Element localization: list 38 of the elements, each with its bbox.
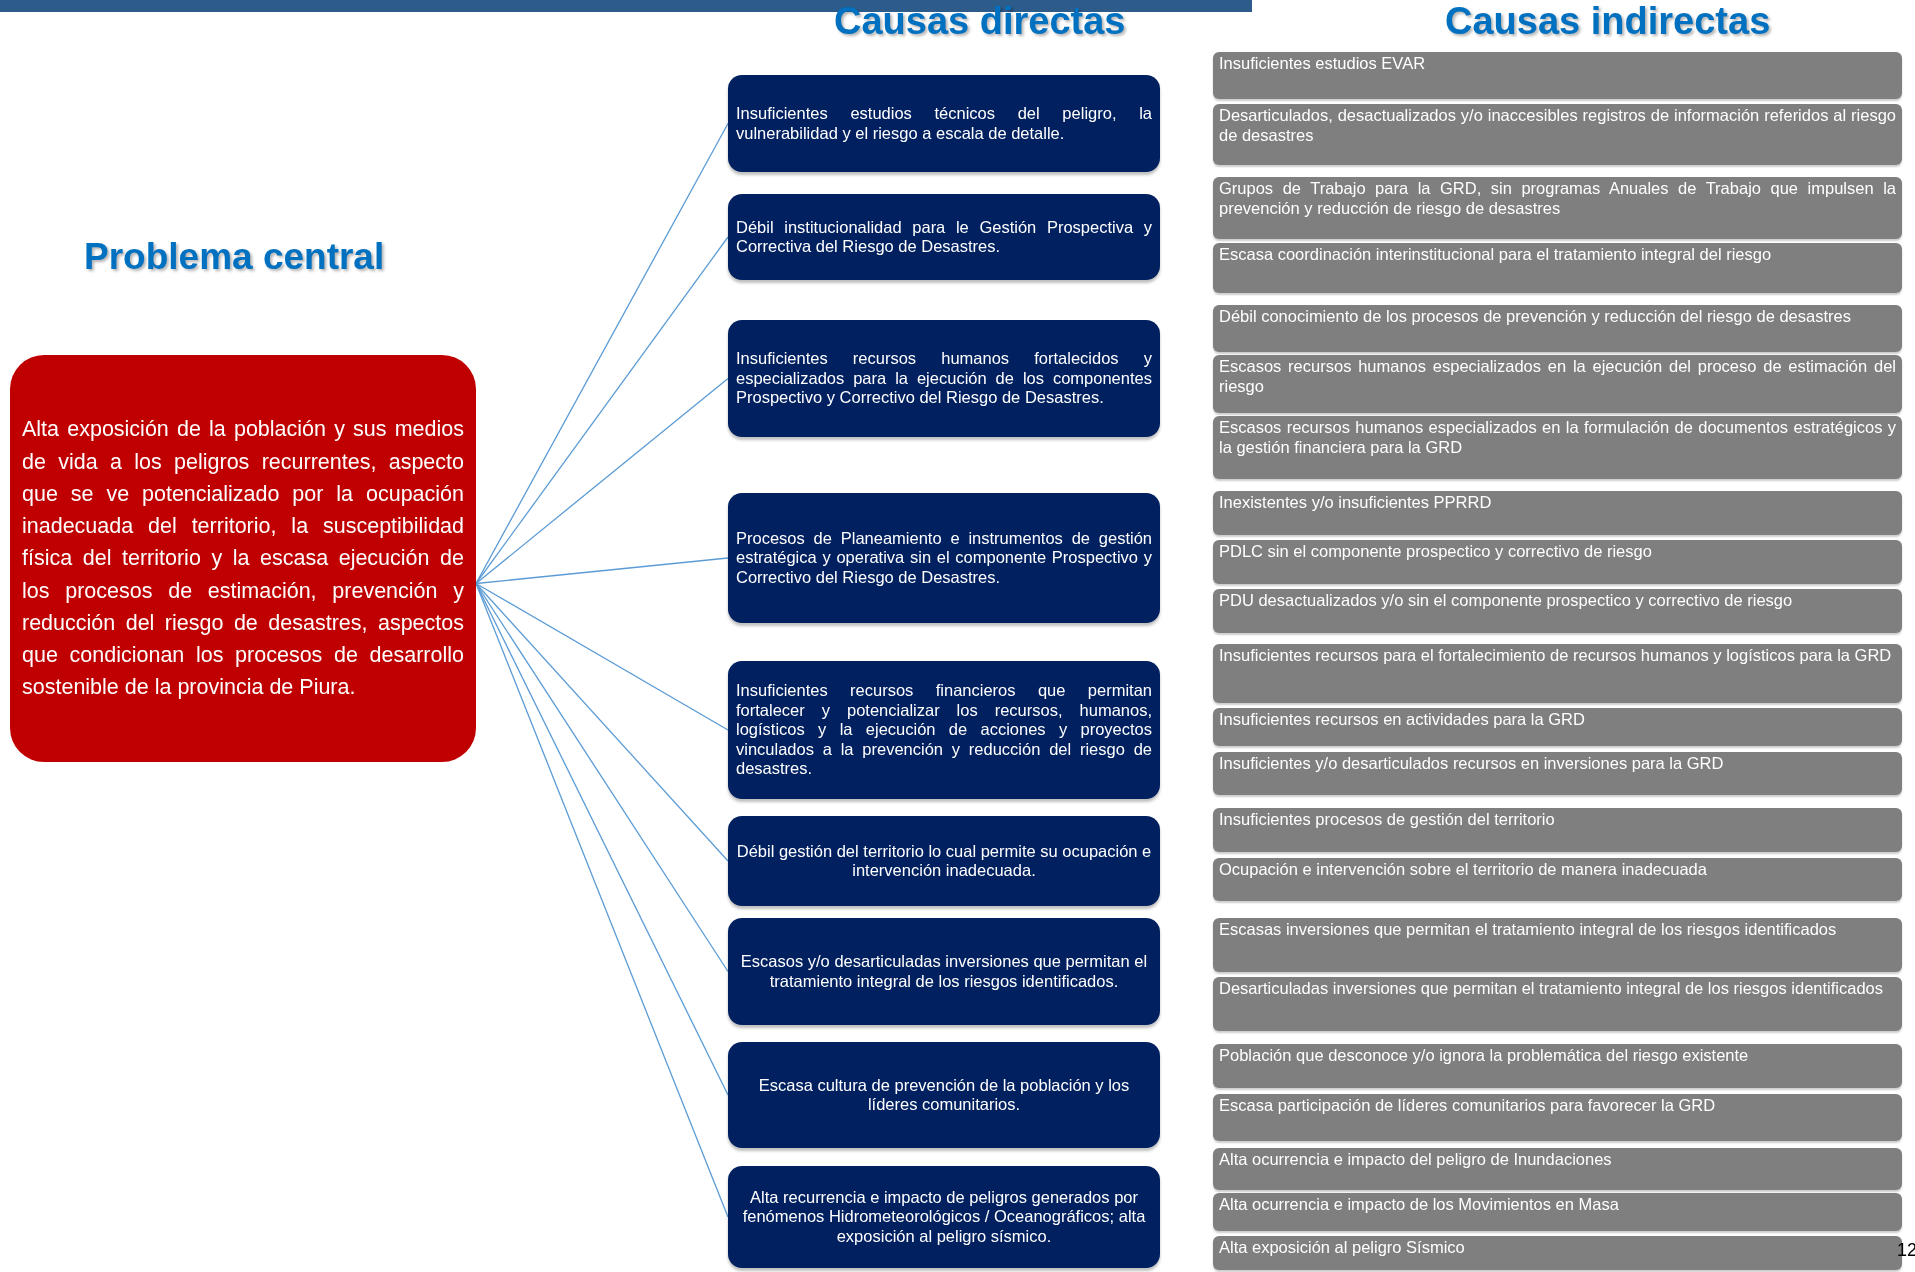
cause-box: Alta ocurrencia e impacto de los Movimientos en Masa (1213, 1193, 1902, 1231)
cause-box: Insuficientes recursos en actividades para la GRD (1213, 708, 1902, 746)
cause-box: Alta recurrencia e impacto de peligros generados por fenómenos Hidrometeorológicos / Oceanográficos; alta exposición al peligro sísmico. (728, 1166, 1160, 1268)
connector-line (475, 582, 729, 731)
cause-box: PDU desactualizados y/o sin el componente prospectico y correctivo de riesgo (1213, 589, 1902, 633)
cause-box: Insuficientes y/o desarticulados recursos en inversiones para la GRD (1213, 752, 1902, 795)
cause-box: Insuficientes estudios técnicos del peligro, la vulnerabilidad y el riesgo a escala de detalle. (728, 75, 1160, 172)
cause-box: Débil gestión del territorio lo cual permite su ocupación e intervención inadecuada. (728, 816, 1160, 906)
cause-box: Procesos de Planeamiento e instrumentos de gestión estratégica y operativa sin el componente Prospectivo y Correctivo del Riesgo de Desastres. (728, 493, 1160, 623)
column-heading: Causas indirectas (1445, 0, 1771, 43)
cause-box: Alta ocurrencia e impacto del peligro de Inundaciones (1213, 1148, 1902, 1190)
cause-box: Débil institucionalidad para le Gestión Prospectiva y Correctiva del Riesgo de Desastres. (728, 194, 1160, 280)
column-heading: Causas directas (834, 0, 1126, 43)
cause-box: Grupos de Trabajo para la GRD, sin programas Anuales de Trabajo que impulsen la prevención y reducción de riesgo de desastres (1213, 177, 1902, 239)
cause-box: Escasa participación de líderes comunitarios para favorecer la GRD (1213, 1094, 1902, 1141)
cause-box: PDLC sin el componente prospectico y correctivo de riesgo (1213, 540, 1902, 584)
problem-box: Alta exposición de la población y sus medios de vida a los peligros recurrentes, aspecto que se ve potencializado por la ocupación inadecuada del territorio, la susceptibilidad física del territorio y la escasa ejecución de los procesos de estimación, prevención y reducción del riesgo de desastres, aspectos que condicionan los procesos de desarrollo sostenible de la provincia de Piura. (10, 355, 476, 762)
cause-box: Desarticuladas inversiones que permitan el tratamiento integral de los riesgos identificados (1213, 977, 1902, 1031)
cause-box: Ocupación e intervención sobre el territorio de manera inadecuada (1213, 858, 1902, 901)
cause-box: Insuficientes estudios EVAR (1213, 52, 1902, 99)
cause-box: Insuficientes recursos humanos fortalecidos y especializados para la ejecución de los componentes Prospectivo y Correctivo del Riesgo de Desastres. (728, 320, 1160, 437)
connector-line (475, 582, 729, 862)
section-heading: Problema central (84, 236, 385, 278)
connector-line (475, 557, 729, 585)
cause-box: Escasos recursos humanos especializados en la ejecución del proceso de estimación del riesgo (1213, 355, 1902, 413)
cause-box: Inexistentes y/o insuficientes PPRRD (1213, 491, 1902, 535)
cause-box: Insuficientes recursos para el fortalecimiento de recursos humanos y logísticos para la GRD (1213, 644, 1902, 703)
cause-box: Escasa cultura de prevención de la población y los líderes comunitarios. (728, 1042, 1160, 1148)
cause-box: Escasos recursos humanos especializados en la formulación de documentos estratégicos y la gestión financiera para la GRD (1213, 416, 1902, 479)
cause-box: Escasas inversiones que permitan el tratamiento integral de los riesgos identificados (1213, 918, 1902, 972)
cause-box: Escasos y/o desarticuladas inversiones que permitan el tratamiento integral de los riesgos identificados. (728, 918, 1160, 1025)
cause-box: Desarticulados, desactualizados y/o inaccesibles registros de información referidos al riesgo de desastres (1213, 104, 1902, 165)
cause-box: Escasa coordinación interinstitucional para el tratamiento integral del riesgo (1213, 243, 1902, 293)
cause-box: Insuficientes recursos financieros que permitan fortalecer y potencializar los recursos, humanos, logísticos y la ejecución de acciones y proyectos vinculados a la prevención y reducción del riesgo de desastres. (728, 661, 1160, 799)
cause-box: Insuficientes procesos de gestión del territorio (1213, 808, 1902, 852)
cause-box: Débil conocimiento de los procesos de prevención y reducción del riesgo de desastres (1213, 305, 1902, 352)
cause-box: Población que desconoce y/o ignora la problemática del riesgo existente (1213, 1044, 1902, 1088)
connector-line (475, 377, 729, 585)
